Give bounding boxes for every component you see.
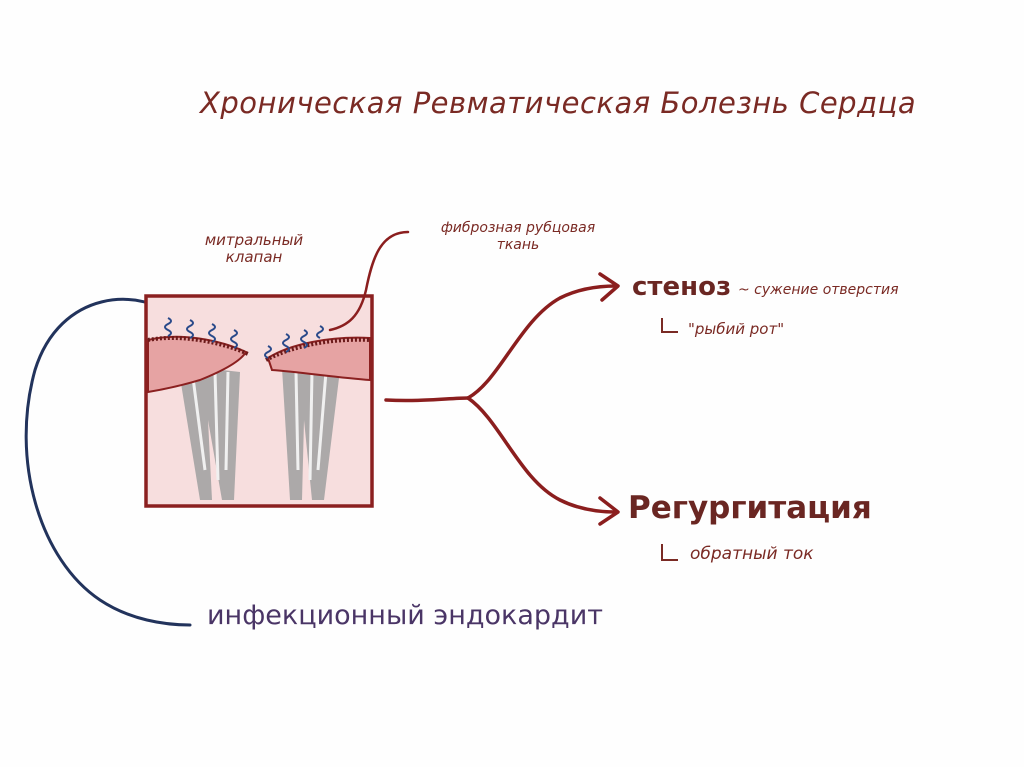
stenosis-label: стеноз — [632, 272, 732, 302]
mitral-valve-label: митральный клапан — [188, 232, 320, 266]
page-title: Хроническая Ревматическая Болезнь Сердца — [200, 86, 917, 120]
fibrous-tissue-label-line2: ткань — [496, 237, 540, 253]
arrow-right-icon — [598, 496, 620, 526]
fish-mouth-label: "рыбий рот" — [688, 320, 785, 338]
mitral-valve-label-line1: митральный — [204, 231, 304, 249]
right-chordae — [282, 368, 340, 500]
vegetations-left — [164, 317, 238, 349]
stenosis-note: ~ сужение отверстия — [738, 282, 899, 298]
stenosis-bracket — [661, 318, 678, 333]
regurgitation-bracket — [661, 544, 678, 561]
vegetations-right — [264, 325, 324, 359]
fibrous-tissue-label-line1: фиброзная рубцовая — [440, 220, 596, 236]
mitral-valve-label-line2: клапан — [225, 248, 283, 266]
mitral-valve-illustration — [144, 294, 374, 508]
reverse-flow-label: обратный ток — [690, 544, 814, 564]
endocarditis-connector — [24, 297, 192, 627]
branch-arrows — [384, 284, 618, 514]
regurgitation-label: Регургитация — [628, 490, 872, 526]
fibrous-tissue-pointer — [328, 230, 410, 332]
endocarditis-label: инфекционный эндокардит — [207, 600, 603, 631]
arrow-right-icon — [598, 272, 620, 302]
left-chordae — [178, 365, 240, 500]
fibrous-tissue-label: фиброзная рубцовая ткань — [398, 220, 638, 254]
